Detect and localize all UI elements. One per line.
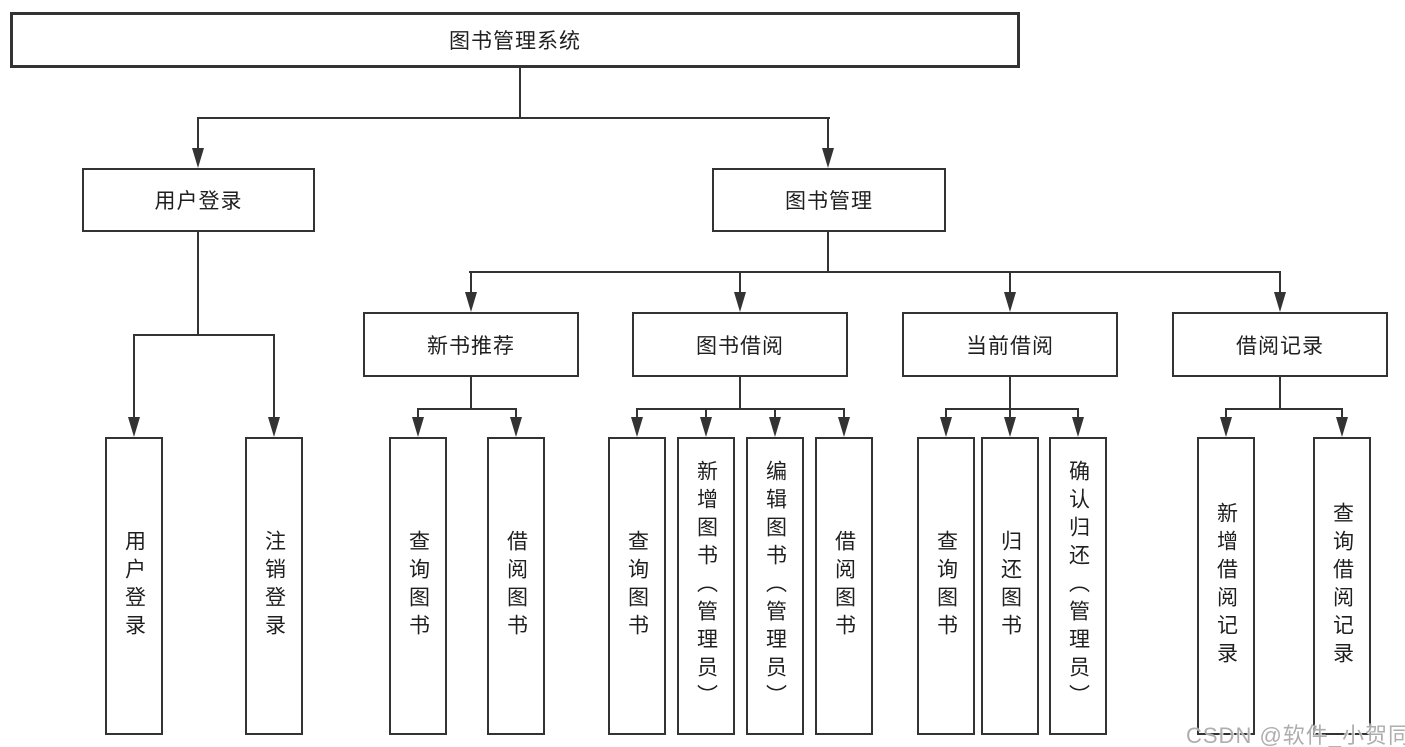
- connector-drop-leaf-user-login: [133, 334, 135, 418]
- node-label: 图书管理系统: [449, 30, 581, 53]
- connector-drop-current-borrow: [1009, 271, 1011, 293]
- connector-user-login-stem: [197, 232, 199, 335]
- connector-borrow-records-rail: [1225, 408, 1343, 410]
- connector-drop: [843, 408, 845, 418]
- arrow-down-icon: [838, 417, 850, 437]
- node-label: 当前借阅: [966, 334, 1054, 358]
- node-label: 图书借阅: [696, 334, 784, 358]
- leaf-bb-edit-books-admin: 编辑图书（管理员）: [746, 437, 804, 735]
- node-new-book-recommendation: 新书推荐: [363, 312, 579, 377]
- connector-root-stem: [519, 68, 521, 118]
- arrow-down-icon: [631, 417, 643, 437]
- connector-drop-book-management: [827, 117, 829, 149]
- connector-drop-new-book-rec: [470, 271, 472, 293]
- leaf-bb-borrow-books: 借阅图书: [815, 437, 873, 735]
- arrow-down-icon: [1004, 292, 1016, 312]
- node-book-management: 图书管理: [712, 168, 946, 232]
- node-user-login: 用户登录: [82, 168, 315, 232]
- arrow-down-icon: [1336, 417, 1348, 437]
- leaf-label: 查询图书: [934, 530, 958, 642]
- connector-book-management-rail: [469, 271, 1281, 273]
- leaf-label: 新增借阅记录: [1214, 502, 1238, 670]
- connector-drop: [774, 408, 776, 418]
- connector-root-rail: [197, 117, 830, 119]
- leaf-bb-add-books-admin: 新增图书（管理员）: [677, 437, 735, 735]
- connector-new-book-rec-rail: [417, 408, 517, 410]
- leaf-label: 查询图书: [406, 530, 430, 642]
- connector-drop-book-borrow: [739, 271, 741, 293]
- leaf-label: 新增图书（管理员）: [694, 460, 718, 712]
- leaf-label: 编辑图书（管理员）: [763, 460, 787, 712]
- connector-drop: [1009, 408, 1011, 418]
- connector-borrow-records-stem: [1279, 377, 1281, 409]
- node-root-system: 图书管理系统: [10, 12, 1020, 68]
- arrow-down-icon: [734, 292, 746, 312]
- leaf-user-login: 用户登录: [105, 437, 163, 735]
- leaf-label: 确认归还（管理员）: [1066, 460, 1090, 712]
- node-label: 借阅记录: [1236, 334, 1324, 358]
- leaf-label: 查询借阅记录: [1330, 502, 1354, 670]
- connector-user-login-rail: [133, 334, 275, 336]
- node-borrowing-records: 借阅记录: [1172, 312, 1388, 377]
- leaf-cb-confirm-return-admin: 确认归还（管理员）: [1049, 437, 1107, 735]
- leaf-nbr-query-books: 查询图书: [389, 437, 447, 735]
- connector-drop: [636, 408, 638, 418]
- connector-drop: [945, 408, 947, 418]
- leaf-cb-return-books: 归还图书: [981, 437, 1039, 735]
- connector-drop: [417, 408, 419, 418]
- leaf-label: 归还图书: [998, 530, 1022, 642]
- connector-drop: [1077, 408, 1079, 418]
- connector-new-book-rec-stem: [470, 377, 472, 409]
- connector-drop: [515, 408, 517, 418]
- leaf-logout: 注销登录: [245, 437, 303, 735]
- leaf-br-query-record: 查询借阅记录: [1313, 437, 1371, 735]
- arrow-down-icon: [465, 292, 477, 312]
- arrow-down-icon: [268, 417, 280, 437]
- csdn-watermark: CSDN @软件_小贺同学: [1186, 723, 1405, 747]
- leaf-label: 借阅图书: [504, 530, 528, 642]
- connector-drop-borrow-records: [1279, 271, 1281, 293]
- leaf-cb-query-books: 查询图书: [917, 437, 975, 735]
- arrow-down-icon: [128, 417, 140, 437]
- connector-drop-user-login: [197, 117, 199, 149]
- connector-book-management-stem: [827, 232, 829, 272]
- arrow-down-icon: [1220, 417, 1232, 437]
- connector-drop: [1341, 408, 1343, 418]
- connector-drop-leaf-logout: [273, 334, 275, 418]
- arrow-down-icon: [1274, 292, 1286, 312]
- leaf-nbr-borrow-books: 借阅图书: [487, 437, 545, 735]
- arrow-down-icon: [1004, 417, 1016, 437]
- node-label: 用户登录: [154, 190, 243, 213]
- leaf-label: 查询图书: [625, 530, 649, 642]
- node-label: 新书推荐: [427, 334, 515, 358]
- connector-drop: [1225, 408, 1227, 418]
- arrow-down-icon: [940, 417, 952, 437]
- leaf-label: 借阅图书: [832, 530, 856, 642]
- node-label: 图书管理: [785, 190, 873, 213]
- arrow-down-icon: [192, 148, 204, 168]
- arrow-down-icon: [769, 417, 781, 437]
- arrow-down-icon: [510, 417, 522, 437]
- node-book-borrowing: 图书借阅: [632, 312, 848, 377]
- connector-book-borrow-stem: [739, 377, 741, 409]
- leaf-label: 用户登录: [122, 530, 146, 642]
- leaf-bb-query-books: 查询图书: [608, 437, 666, 735]
- connector-current-borrow-rail: [945, 408, 1079, 410]
- arrow-down-icon: [412, 417, 424, 437]
- arrow-down-icon: [1072, 417, 1084, 437]
- leaf-br-add-record: 新增借阅记录: [1197, 437, 1255, 735]
- connector-current-borrow-stem: [1009, 377, 1011, 409]
- connector-book-borrow-rail: [636, 408, 845, 410]
- node-current-borrowing: 当前借阅: [902, 312, 1118, 377]
- arrow-down-icon: [700, 417, 712, 437]
- arrow-down-icon: [822, 148, 834, 168]
- connector-drop: [705, 408, 707, 418]
- leaf-label: 注销登录: [262, 530, 286, 642]
